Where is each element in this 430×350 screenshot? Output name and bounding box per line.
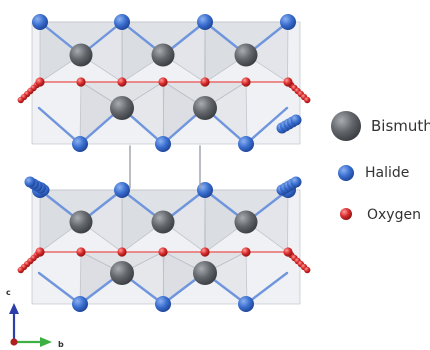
legend-icons — [331, 111, 361, 220]
axis-origin-icon — [10, 338, 18, 346]
halide-atom — [72, 296, 88, 312]
halide-atom — [114, 14, 130, 30]
halide-atom — [238, 296, 254, 312]
bismuth-atom — [69, 43, 93, 67]
halide-atom — [72, 136, 88, 152]
bismuth-atom — [193, 261, 217, 285]
bismuth-atom — [234, 43, 258, 67]
oxygen-atom — [76, 77, 86, 87]
halide-atom — [32, 14, 48, 30]
bismuth-atom — [234, 210, 258, 234]
oxygen-atom — [35, 77, 45, 87]
oxygen-atom — [200, 77, 210, 87]
oxygen-atom — [76, 247, 86, 257]
bismuth-atom — [110, 96, 134, 120]
oxygen-atom — [158, 247, 168, 257]
oxygen-atom — [283, 247, 293, 257]
halide-atom — [155, 136, 171, 152]
oxygen-atom — [17, 96, 24, 104]
halide-atom — [290, 176, 302, 188]
bismuth-atom — [69, 210, 93, 234]
oxygen-atom — [35, 247, 45, 257]
oxygen-atom — [241, 247, 251, 257]
axis-label-b: b — [58, 340, 64, 349]
halide-atom — [238, 136, 254, 152]
oxygen-atom — [17, 266, 24, 274]
axis-c-arrowhead-icon — [9, 303, 19, 314]
legend-label-bismuth: Bismuth — [371, 117, 430, 135]
halide-legend-icon — [338, 165, 354, 181]
bismuth-atom — [151, 43, 175, 67]
oxygen-atom — [241, 77, 251, 87]
legend-label-oxygen: Oxygen — [367, 207, 421, 223]
halide-bond — [244, 106, 289, 146]
halide-atom — [24, 176, 36, 188]
halide-bond — [37, 106, 82, 146]
halide-bond — [244, 271, 289, 306]
bismuth-atom — [110, 261, 134, 285]
upper-slab — [17, 14, 311, 152]
oxygen-atom — [304, 266, 311, 274]
bismuth-atom — [193, 96, 217, 120]
axis-label-c: c — [6, 288, 11, 297]
halide-atom — [290, 114, 302, 126]
axis-b-arrowhead-icon — [40, 337, 52, 347]
oxygen-atom — [117, 247, 127, 257]
oxygen-atom — [158, 77, 168, 87]
halide-atom — [114, 182, 130, 198]
bismuth-atom — [151, 210, 175, 234]
lower-slab — [17, 176, 311, 312]
bismuth-legend-icon — [331, 111, 361, 141]
halide-bond — [37, 271, 82, 306]
oxygen-atom — [304, 96, 311, 104]
legend-label-halide: Halide — [365, 165, 410, 181]
halide-atom — [155, 296, 171, 312]
oxygen-atom — [283, 77, 293, 87]
oxygen-legend-icon — [340, 208, 352, 220]
oxygen-atom — [117, 77, 127, 87]
interlayer-struts — [129, 145, 201, 189]
halide-atom — [280, 14, 296, 30]
oxygen-atom — [200, 247, 210, 257]
halide-atom — [197, 182, 213, 198]
axis-indicator — [9, 303, 52, 347]
halide-atom — [197, 14, 213, 30]
